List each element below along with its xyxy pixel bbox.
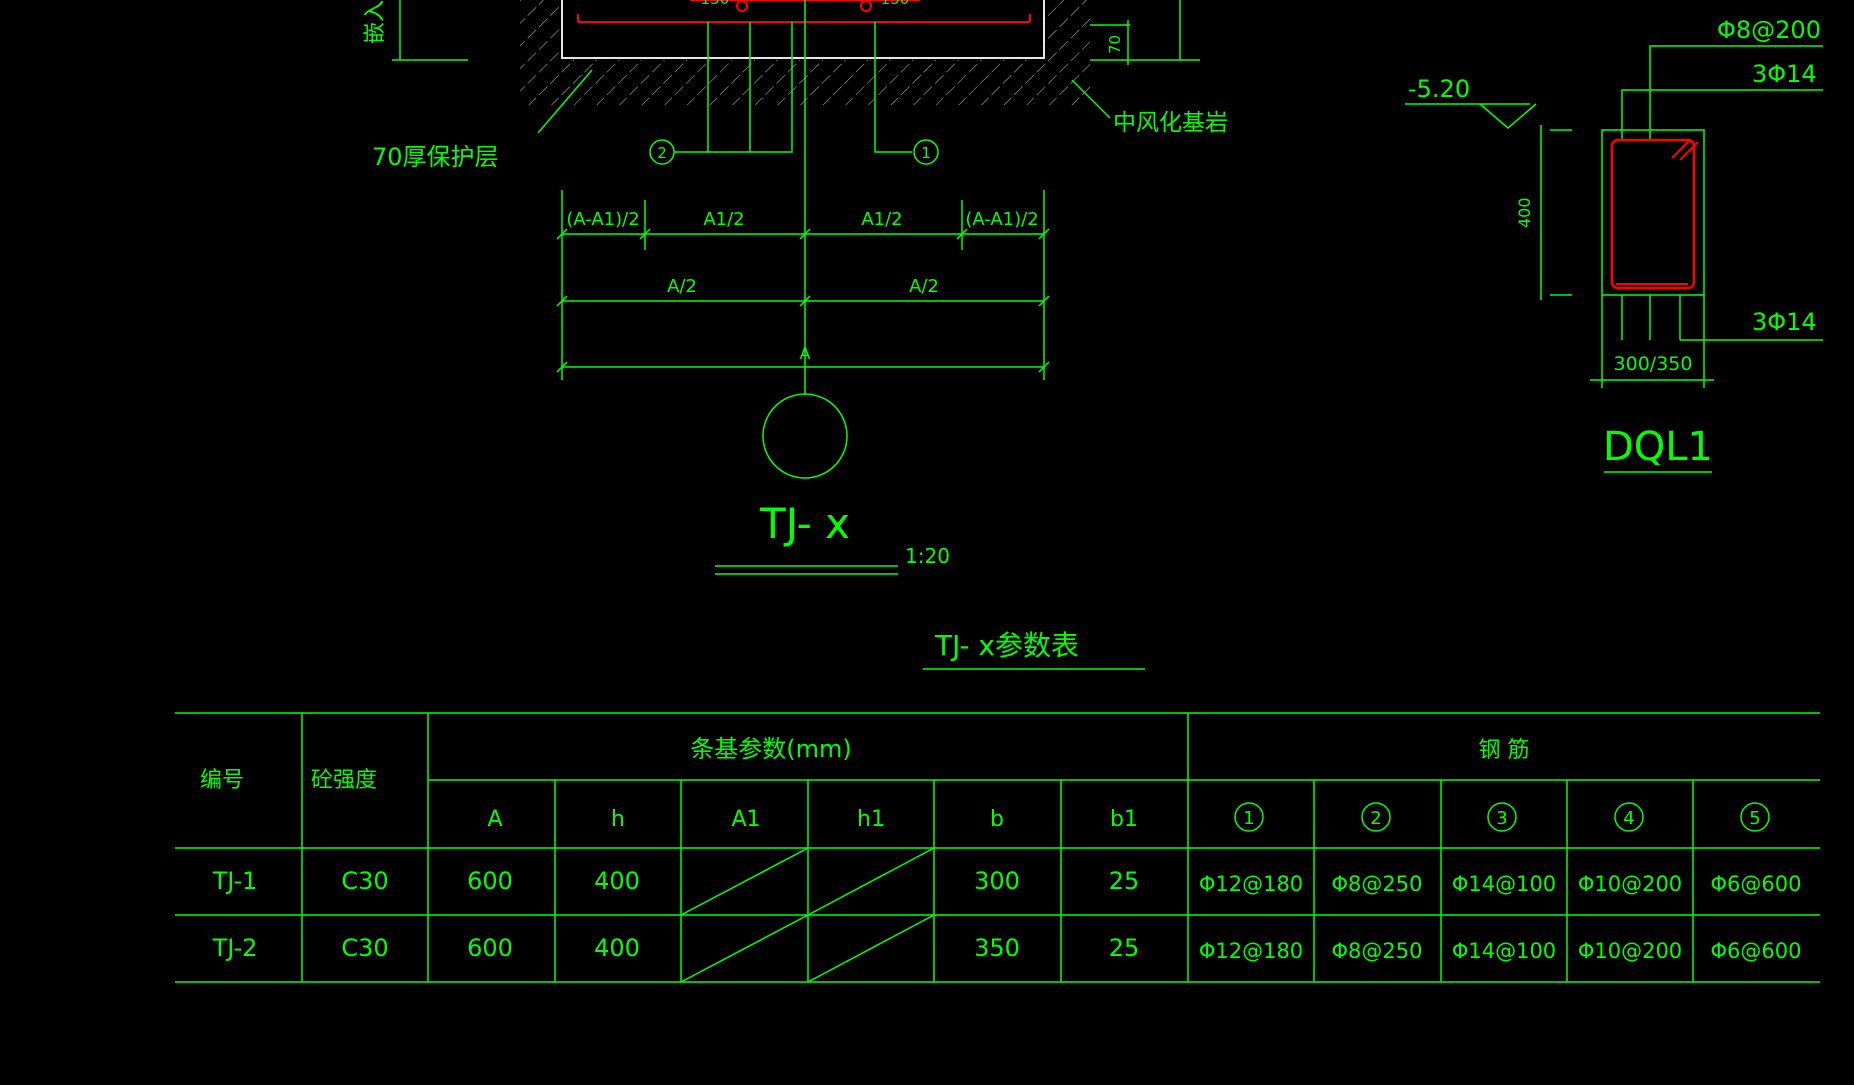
row2-A: 600 [467, 934, 513, 962]
section-marker-circle [762, 393, 848, 479]
row2-r4: Φ10@200 [1578, 939, 1682, 963]
rebar-header-3: 3 [1496, 808, 1507, 829]
row2-r1: Φ12@180 [1199, 939, 1303, 963]
dql-bottom-bars: 3Φ14 [1752, 308, 1817, 336]
dim-row3: A [800, 344, 811, 363]
dql-stirrup: Φ8@200 [1717, 16, 1821, 44]
rock-leader [1071, 79, 1111, 119]
dim-row2-a: A/2 [667, 276, 697, 297]
row1-b1: 25 [1109, 867, 1140, 895]
row2-id: TJ-2 [212, 934, 258, 962]
tj-scale: 1:20 [905, 544, 950, 568]
empty-cell-slash [680, 847, 809, 916]
table-title: TJ- x参数表 [934, 629, 1079, 662]
row1-r3: Φ14@100 [1452, 872, 1556, 896]
param-header-A: A [487, 807, 502, 832]
dql-width: 300/350 [1614, 353, 1693, 375]
top-dim-left: 150 [701, 0, 730, 8]
header-id: 编号 [200, 768, 244, 793]
row2-r3: Φ14@100 [1452, 939, 1556, 963]
tj-title: TJ- x [759, 499, 850, 548]
vertical-note: 嵌入岩 [363, 0, 388, 44]
row2-b1: 25 [1109, 934, 1140, 962]
callout-1-label: 1 [921, 144, 931, 162]
empty-cell-slash [680, 914, 809, 983]
row2-h: 400 [594, 934, 640, 962]
dql-outline [1601, 129, 1705, 296]
tj-section: 150 150 2 1 70厚保护层 中风化基岩 嵌入岩 70 [363, 0, 1228, 575]
row1-r4: Φ10@200 [1578, 872, 1682, 896]
row2-r5: Φ6@600 [1711, 939, 1802, 963]
row1-concrete: C30 [341, 867, 388, 895]
header-concrete: 砼强度 [311, 768, 377, 793]
dim-row1-c: A1/2 [861, 209, 902, 230]
callout-1-circle [913, 139, 939, 165]
param-header-b1: b1 [1110, 807, 1138, 832]
row1-b: 300 [974, 867, 1020, 895]
param-header-h1: h1 [857, 807, 885, 832]
row1-h: 400 [594, 867, 640, 895]
header-params: 条基参数(mm) [690, 735, 851, 763]
param-table: TJ- x参数表 编号 砼强度 条基参数(mm) 钢 筋 A h [175, 629, 1820, 983]
callout-2-label: 2 [657, 144, 667, 162]
rock-hatch [520, 0, 1090, 105]
dql-title: DQL1 [1603, 424, 1713, 470]
table-row: TJ-1 C30 600 400 300 25 Φ12@180 Φ8@250 Φ… [212, 867, 1802, 896]
dim-ticks [556, 228, 1050, 373]
rebar-header-5: 5 [1749, 808, 1760, 829]
footing-outline [561, 0, 1045, 59]
dim-70: 70 [1106, 35, 1124, 54]
cover-leader [537, 69, 593, 134]
dim-row1-d: (A-A1)/2 [965, 209, 1038, 230]
dim-row1-b: A1/2 [703, 209, 744, 230]
header-rebar: 钢 筋 [1479, 738, 1530, 763]
row1-id: TJ-1 [212, 867, 258, 895]
row2-concrete: C30 [341, 934, 388, 962]
dim-row2-b: A/2 [909, 276, 939, 297]
param-header-h: h [611, 807, 625, 832]
rebar-header-4: 4 [1623, 808, 1634, 829]
empty-cell-slash [807, 847, 935, 916]
cover-note: 70厚保护层 [372, 143, 499, 171]
dim-row1-a: (A-A1)/2 [566, 209, 639, 230]
row2-r2: Φ8@250 [1332, 939, 1423, 963]
param-header-A1: A1 [731, 807, 760, 832]
leader-callout-1 [874, 22, 912, 153]
row1-r2: Φ8@250 [1332, 872, 1423, 896]
dql-elevation: -5.20 [1408, 75, 1470, 103]
row1-r5: Φ6@600 [1711, 872, 1802, 896]
dql-top-bars: 3Φ14 [1752, 60, 1817, 88]
param-header-b: b [990, 807, 1004, 832]
rock-note: 中风化基岩 [1113, 110, 1228, 136]
elevation-marker [1479, 103, 1537, 129]
dql-height: 400 [1515, 197, 1534, 228]
top-dim-right: 150 [881, 0, 910, 8]
dql-stirrup-line [1610, 138, 1696, 290]
rebar-header-2: 2 [1370, 808, 1381, 829]
row2-b: 350 [974, 934, 1020, 962]
dql-section: Φ8@200 3Φ14 -5.20 400 3Φ14 300/350 DQL1 [1405, 16, 1823, 473]
row1-r1: Φ12@180 [1199, 872, 1303, 896]
row1-A: 600 [467, 867, 513, 895]
empty-cell-slash [807, 914, 935, 983]
table-row: TJ-2 C30 600 400 350 25 Φ12@180 Φ8@250 Φ… [212, 934, 1802, 963]
rebar-header-1: 1 [1243, 808, 1254, 829]
